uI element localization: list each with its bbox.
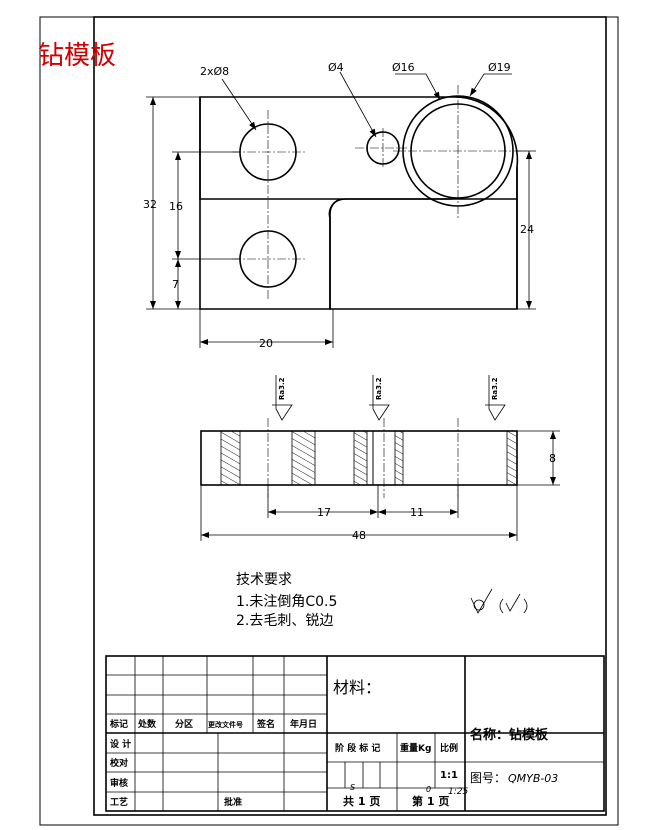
role-process: 工艺 (110, 796, 128, 808)
tech-item-1: 1.未注倒角C0.5 (236, 594, 337, 610)
tech-item-2: 2.去毛刺、锐边 (236, 613, 333, 629)
svg-text:更改文件号: 更改文件号 (208, 720, 243, 729)
svg-text:阶 段 标 记: 阶 段 标 记 (335, 742, 380, 754)
role-check: 校对 (110, 757, 128, 769)
top-view: 2xØ8 Ø4 Ø16 Ø19 32 16 7 24 20 (143, 61, 536, 350)
approve-label: 批准 (224, 796, 242, 808)
svg-text:处数: 处数 (137, 718, 157, 730)
svg-text:0: 0 (426, 785, 431, 794)
total-sheets: 共 1 页 (343, 794, 380, 808)
dim-overall-length: 48 (352, 529, 366, 542)
roughness-symbol-2: Ra3.2 (369, 375, 390, 421)
drawing-no: QMYB-03 (508, 772, 558, 785)
scale-value: 1:1 (440, 770, 458, 781)
dim-thickness: 8 (549, 452, 556, 465)
svg-text:签名: 签名 (256, 718, 275, 730)
role-review: 审核 (110, 777, 128, 789)
svg-text:标记: 标记 (109, 718, 128, 730)
part-name: 名称：钻模板 (470, 727, 549, 743)
svg-text:Ra3.2: Ra3.2 (375, 377, 383, 400)
svg-text:Ra3.2: Ra3.2 (278, 377, 286, 400)
dim-right-height: 24 (520, 223, 534, 236)
inner-circle-label: Ø16 (392, 61, 415, 74)
title-block: 标记 处数 分区 更改文件号 签名 年月日 设 计 校对 审核 工艺 批准 材料… (105, 655, 605, 812)
svg-text:重量Kg: 重量Kg (400, 742, 431, 754)
role-design: 设 计 (110, 738, 131, 750)
inner-frame (93, 16, 607, 816)
holes-label: 2xØ8 (200, 65, 229, 78)
sheet-number: 第 1 页 (412, 794, 449, 808)
section-view: Ra3.2 Ra3.2 Ra3.2 8 17 11 48 (200, 375, 560, 542)
material-label: 材料： (333, 678, 381, 697)
svg-text:年月日: 年月日 (290, 718, 317, 730)
watermark-title: 钻模板 (38, 41, 116, 71)
dim-overall-height: 32 (143, 198, 157, 211)
dim-spacing-a: 17 (317, 506, 331, 519)
svg-text:分区: 分区 (175, 718, 193, 730)
small-hole-label: Ø4 (328, 61, 344, 74)
svg-text:比例: 比例 (440, 742, 458, 754)
outer-circle-label: Ø19 (488, 61, 511, 74)
dim-hole-offset: 7 (172, 278, 179, 291)
tech-heading: 技术要求 (236, 572, 292, 588)
dim-left-width: 20 (259, 337, 273, 350)
dim-hole-spacing: 16 (169, 200, 183, 213)
svg-text:S: S (350, 783, 355, 792)
roughness-symbol-1: Ra3.2 (272, 375, 293, 421)
scale-note: 1:25 (448, 787, 468, 797)
drawing-no-label: 图号： (470, 771, 506, 785)
svg-text:Ra3.2: Ra3.2 (491, 377, 499, 400)
dim-spacing-b: 11 (410, 506, 424, 519)
default-roughness-symbol (470, 588, 528, 614)
tech-requirements: 技术要求 1.未注倒角C0.5 2.去毛刺、锐边 (236, 572, 337, 629)
outer-frame (39, 16, 619, 826)
roughness-symbol-3: Ra3.2 (485, 375, 506, 421)
